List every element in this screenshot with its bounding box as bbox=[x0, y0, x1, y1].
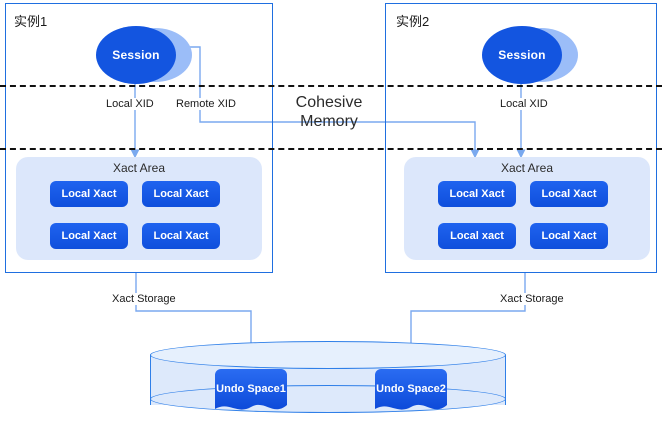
label-local-xid-1: Local XID bbox=[104, 98, 156, 110]
xact-area-2: Xact Area Local Xact Local Xact Local xa… bbox=[404, 157, 650, 260]
cohesive-memory-caption: Cohesive Memory bbox=[273, 93, 385, 131]
instance-2-title: 实例2 bbox=[396, 14, 430, 29]
session-1-ellipse: Session bbox=[96, 26, 176, 84]
local-xact-2-1-label: Local Xact bbox=[449, 188, 505, 200]
local-xact-1-4[interactable]: Local Xact bbox=[142, 223, 220, 249]
undo-space-2[interactable]: Undo Space2 bbox=[375, 369, 447, 415]
undo-space-2-shape bbox=[375, 369, 447, 410]
local-xact-2-4[interactable]: Local Xact bbox=[530, 223, 608, 249]
xact-area-1: Xact Area Local Xact Local Xact Local Xa… bbox=[16, 157, 262, 260]
local-xact-2-2-label: Local Xact bbox=[541, 188, 597, 200]
local-xact-2-3[interactable]: Local xact bbox=[438, 223, 516, 249]
cohesive-memory-line-2: Memory bbox=[300, 113, 358, 130]
local-xact-1-1[interactable]: Local Xact bbox=[50, 181, 128, 207]
band-separator-bottom bbox=[0, 148, 662, 150]
xact-area-2-title: Xact Area bbox=[500, 161, 554, 175]
local-xact-2-2[interactable]: Local Xact bbox=[530, 181, 608, 207]
label-xact-storage-1: Xact Storage bbox=[110, 293, 178, 305]
label-xact-storage-2: Xact Storage bbox=[498, 293, 566, 305]
local-xact-1-1-label: Local Xact bbox=[61, 188, 117, 200]
storage-cylinder-top bbox=[150, 341, 506, 369]
undo-space-1-label: Undo Space1 bbox=[216, 383, 286, 395]
local-xact-1-2[interactable]: Local Xact bbox=[142, 181, 220, 207]
band-separator-top bbox=[0, 85, 662, 87]
local-xact-2-1[interactable]: Local Xact bbox=[438, 181, 516, 207]
undo-space-1[interactable]: Undo Space1 bbox=[215, 369, 287, 415]
local-xact-1-3[interactable]: Local Xact bbox=[50, 223, 128, 249]
session-2-ellipse: Session bbox=[482, 26, 562, 84]
local-xact-1-4-label: Local Xact bbox=[153, 230, 209, 242]
cohesive-memory-line-1: Cohesive bbox=[295, 94, 363, 111]
undo-space-2-label: Undo Space2 bbox=[376, 383, 446, 395]
local-xact-2-3-label: Local xact bbox=[450, 230, 504, 242]
session-1-label: Session bbox=[112, 48, 160, 62]
session-2[interactable]: Session bbox=[482, 26, 578, 84]
session-2-label: Session bbox=[498, 48, 546, 62]
local-xact-1-3-label: Local Xact bbox=[61, 230, 117, 242]
local-xact-1-2-label: Local Xact bbox=[153, 188, 209, 200]
label-remote-xid-1: Remote XID bbox=[174, 98, 238, 110]
local-xact-2-4-label: Local Xact bbox=[541, 230, 597, 242]
instance-1-box bbox=[5, 3, 273, 273]
instance-1-title: 实例1 bbox=[14, 14, 48, 29]
instance-2-box bbox=[385, 3, 657, 273]
xact-area-1-title: Xact Area bbox=[112, 161, 166, 175]
label-local-xid-2: Local XID bbox=[498, 98, 550, 110]
undo-space-1-shape bbox=[215, 369, 287, 410]
session-1[interactable]: Session bbox=[96, 26, 192, 84]
storage-cylinder-bottom bbox=[150, 385, 506, 413]
